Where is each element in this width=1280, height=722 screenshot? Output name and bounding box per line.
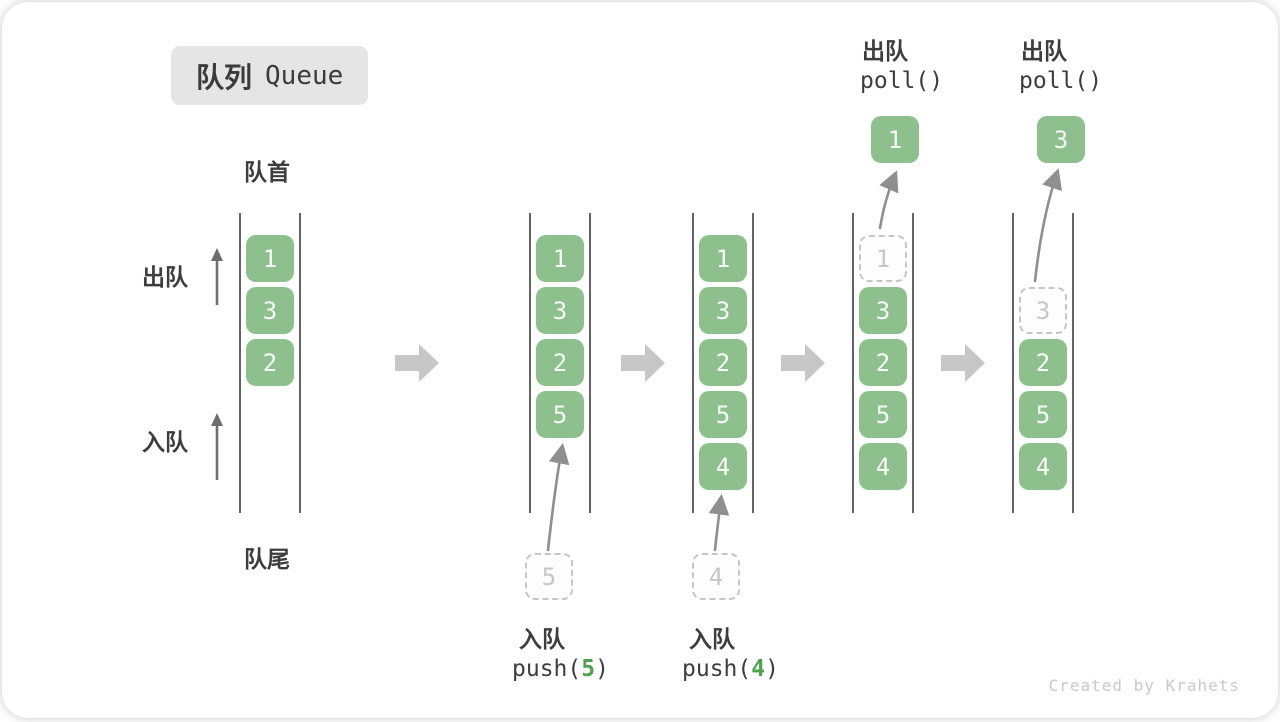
label-dequeue: 出队: [142, 264, 188, 290]
queue-column-5: [1012, 213, 1074, 513]
queue-item: 3: [859, 287, 907, 334]
removed-item-ghost: 3: [1019, 287, 1067, 334]
title-en: Queue: [265, 60, 344, 91]
queue-item: 1: [246, 235, 294, 282]
title-zh: 队列: [196, 61, 253, 93]
step-arrow-icon: [781, 344, 825, 382]
queue-item: 4: [859, 443, 907, 490]
dequeue-up-arrow-icon: [211, 248, 223, 305]
op-push5-label-zh: 入队: [519, 626, 565, 652]
label-queue-front: 队首: [244, 159, 290, 185]
queue-item: 3: [536, 287, 584, 334]
op-push4-code: push(4): [682, 656, 779, 682]
op-poll1-code: poll(): [860, 68, 944, 94]
op-poll2-code: poll(): [1019, 68, 1103, 94]
incoming-item-ghost: 5: [525, 553, 573, 600]
label-queue-rear: 队尾: [244, 546, 290, 572]
queue-column-3: [692, 213, 754, 513]
queue-item: 5: [859, 391, 907, 438]
op-poll1-label-zh: 出队: [862, 38, 908, 64]
incoming-item-ghost: 4: [692, 553, 740, 600]
queue-item: 2: [699, 339, 747, 386]
push5-arg: 5: [581, 656, 596, 682]
step-arrow-icon: [621, 344, 665, 382]
queue-item: 4: [699, 443, 747, 490]
queue-item: 5: [1019, 391, 1067, 438]
popped-item: 1: [871, 116, 919, 163]
label-enqueue: 入队: [142, 429, 188, 455]
queue-item: 1: [536, 235, 584, 282]
queue-column-2: [529, 213, 591, 513]
enqueue-up-arrow-icon: [211, 413, 223, 480]
popped-item: 3: [1037, 116, 1085, 163]
push4-arg: 4: [751, 656, 766, 682]
queue-item: 5: [699, 391, 747, 438]
queue-item: 2: [246, 339, 294, 386]
step-arrow-icon: [941, 344, 985, 382]
queue-column-1: [239, 213, 301, 513]
queue-item: 5: [536, 391, 584, 438]
queue-item: 1: [699, 235, 747, 282]
watermark: Created by Krahets: [1048, 676, 1240, 695]
queue-item: 2: [1019, 339, 1067, 386]
queue-item: 4: [1019, 443, 1067, 490]
op-poll2-label-zh: 出队: [1021, 38, 1067, 64]
queue-item: 2: [859, 339, 907, 386]
queue-item: 3: [699, 287, 747, 334]
removed-item-ghost: 1: [859, 235, 907, 282]
step-arrow-icon: [395, 344, 439, 382]
queue-item: 3: [246, 287, 294, 334]
queue-item: 2: [536, 339, 584, 386]
op-push5-code: push(5): [512, 656, 609, 682]
queue-column-4: [852, 213, 914, 513]
op-push4-label-zh: 入队: [689, 626, 735, 652]
title-badge: 队列 Queue: [171, 46, 369, 105]
